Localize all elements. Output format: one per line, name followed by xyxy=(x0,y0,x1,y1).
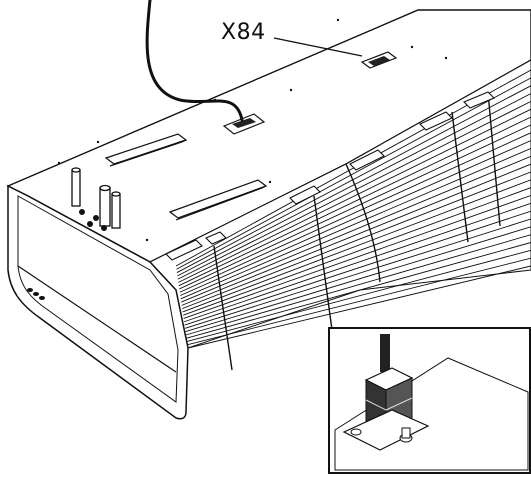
inset-detail xyxy=(328,327,531,474)
louver-line xyxy=(186,242,531,339)
louver-line xyxy=(186,249,531,342)
pipe-fittings xyxy=(79,209,107,231)
louver-line xyxy=(185,226,531,333)
louver-line xyxy=(187,257,531,346)
louver-line xyxy=(180,140,531,296)
louver-line xyxy=(184,210,531,326)
x84-connector-plate xyxy=(360,51,398,69)
top-panel-screws xyxy=(57,18,448,242)
louver-line xyxy=(182,179,531,313)
louver-line xyxy=(183,195,531,319)
louver-line xyxy=(181,163,531,306)
louver-line xyxy=(179,124,531,290)
louver-line xyxy=(178,116,531,287)
cable xyxy=(145,0,244,122)
louver-line xyxy=(177,100,531,280)
louver-line xyxy=(183,187,531,316)
louver-line xyxy=(184,218,531,329)
cable-entry-plate xyxy=(222,113,266,135)
grille-ribs xyxy=(213,91,501,371)
callout-label-x84: X84 xyxy=(221,20,266,45)
louver-line xyxy=(181,155,531,303)
louver-line xyxy=(184,202,531,323)
louver-line xyxy=(182,171,531,310)
grille-tabs xyxy=(165,91,495,261)
louver-line xyxy=(179,132,531,293)
louver-line xyxy=(176,77,531,270)
louver-line xyxy=(176,85,531,273)
callout-leader xyxy=(273,37,363,57)
end-cap-vents xyxy=(27,288,45,300)
louver-line xyxy=(187,265,531,349)
end-cap xyxy=(7,184,189,420)
louver-line xyxy=(180,147,531,300)
pipe-posts xyxy=(71,167,121,229)
louver-line xyxy=(178,108,531,283)
top-panel-slots xyxy=(104,133,268,221)
louver-line xyxy=(185,234,531,336)
